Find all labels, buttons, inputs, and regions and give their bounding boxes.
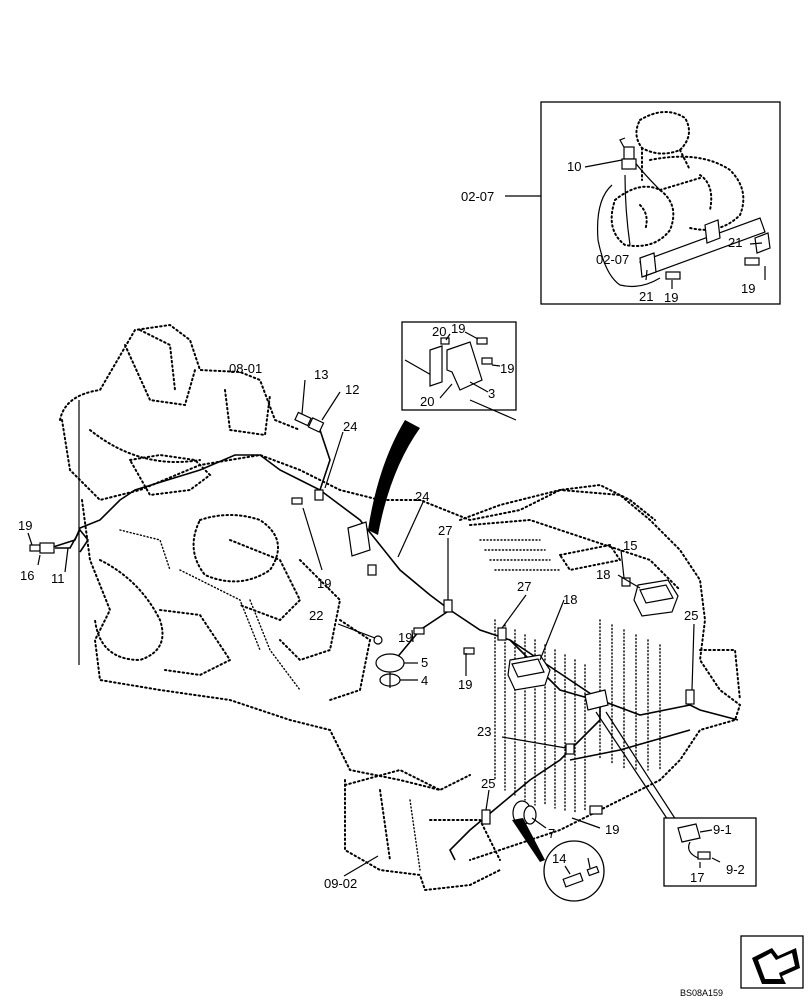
callout-08-01: 08-01 bbox=[229, 361, 262, 376]
callout-17: 17 bbox=[690, 870, 704, 885]
drawing-code: BS08A159 bbox=[680, 988, 723, 998]
machine-outline bbox=[59, 323, 742, 892]
callout-21-bottom: 21 bbox=[639, 289, 653, 304]
callout-9-1: 9-1 bbox=[713, 822, 732, 837]
inset-02-07 bbox=[505, 101, 781, 305]
callout-14: 14 bbox=[552, 851, 566, 866]
callout-25-bottom: 25 bbox=[481, 776, 495, 791]
callout-15: 15 bbox=[623, 538, 637, 553]
callout-09-02: 09-02 bbox=[324, 876, 357, 891]
callout-4: 4 bbox=[421, 673, 428, 688]
arrow-icon[interactable] bbox=[740, 935, 804, 989]
callout-19-center: 19 bbox=[398, 630, 412, 645]
callout-20-top: 20 bbox=[432, 324, 446, 339]
callout-7: 7 bbox=[548, 826, 555, 841]
callout-02-07-left: 02-07 bbox=[461, 189, 494, 204]
callout-22: 22 bbox=[309, 608, 323, 623]
inset-bracket-3 bbox=[401, 321, 517, 421]
callout-19-mid: 19 bbox=[317, 576, 331, 591]
callout-19-inset-mid: 19 bbox=[664, 290, 678, 305]
callout-23: 23 bbox=[477, 724, 491, 739]
callout-10: 10 bbox=[567, 159, 581, 174]
callout-27-right: 27 bbox=[517, 579, 531, 594]
callout-24-left: 24 bbox=[343, 419, 357, 434]
callout-12: 12 bbox=[345, 382, 359, 397]
callout-11: 11 bbox=[51, 571, 65, 586]
callout-19-inset3-right: 19 bbox=[500, 361, 514, 376]
callout-21-right: 21 bbox=[728, 235, 742, 250]
inset-9 bbox=[663, 817, 757, 887]
callout-25-right: 25 bbox=[684, 608, 698, 623]
callout-02-07-inset: 02-07 bbox=[596, 252, 629, 267]
callout-5: 5 bbox=[421, 655, 428, 670]
callout-19-left: 19 bbox=[18, 518, 32, 533]
callout-9-2: 9-2 bbox=[726, 862, 745, 877]
callout-18-left: 18 bbox=[563, 592, 577, 607]
inset-14 bbox=[543, 840, 605, 902]
callout-19-inset3-top: 19 bbox=[451, 321, 465, 336]
callout-27-left: 27 bbox=[438, 523, 452, 538]
callout-18-right: 18 bbox=[596, 567, 610, 582]
callout-labels: 10 02-07 02-07 21 21 19 19 20 19 19 3 20… bbox=[18, 159, 755, 998]
callout-13: 13 bbox=[314, 367, 328, 382]
callout-19-lower: 19 bbox=[458, 677, 472, 692]
callout-19-bottom: 19 bbox=[605, 822, 619, 837]
components bbox=[29, 411, 695, 826]
callout-20-bottom: 20 bbox=[420, 394, 434, 409]
callout-3: 3 bbox=[488, 386, 495, 401]
leader-lines bbox=[27, 379, 695, 877]
callout-16: 16 bbox=[20, 568, 34, 583]
callout-19-inset-right: 19 bbox=[741, 281, 755, 296]
callout-24-right: 24 bbox=[415, 489, 429, 504]
